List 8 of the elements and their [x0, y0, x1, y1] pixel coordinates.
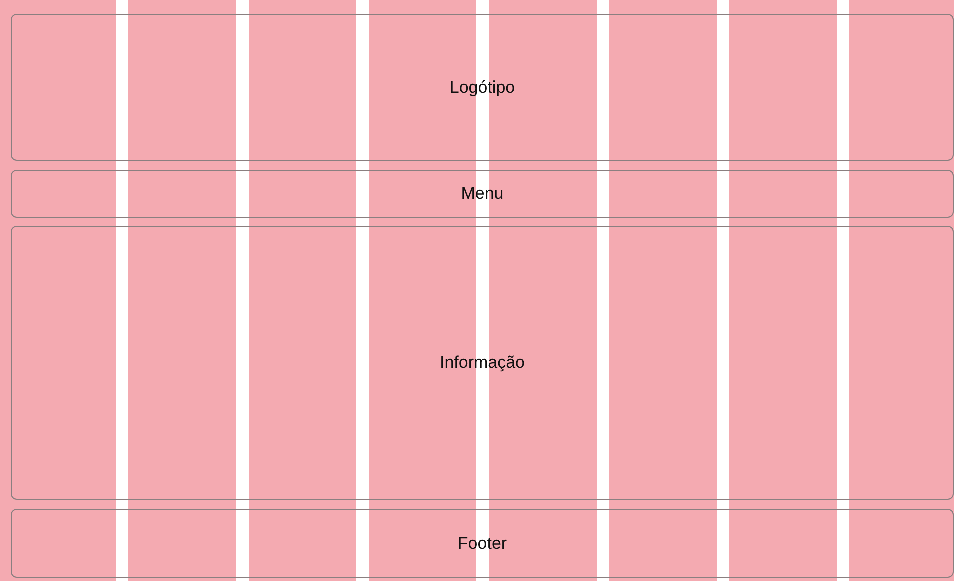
- region-label: Menu: [461, 184, 504, 204]
- region-label: Footer: [458, 534, 508, 554]
- layout-region: [11, 170, 954, 218]
- region-label: Logótipo: [450, 78, 516, 98]
- layout-region: [11, 14, 954, 161]
- region-label: Informação: [440, 353, 526, 373]
- layout-region: [11, 226, 954, 500]
- layout-region: [11, 509, 954, 578]
